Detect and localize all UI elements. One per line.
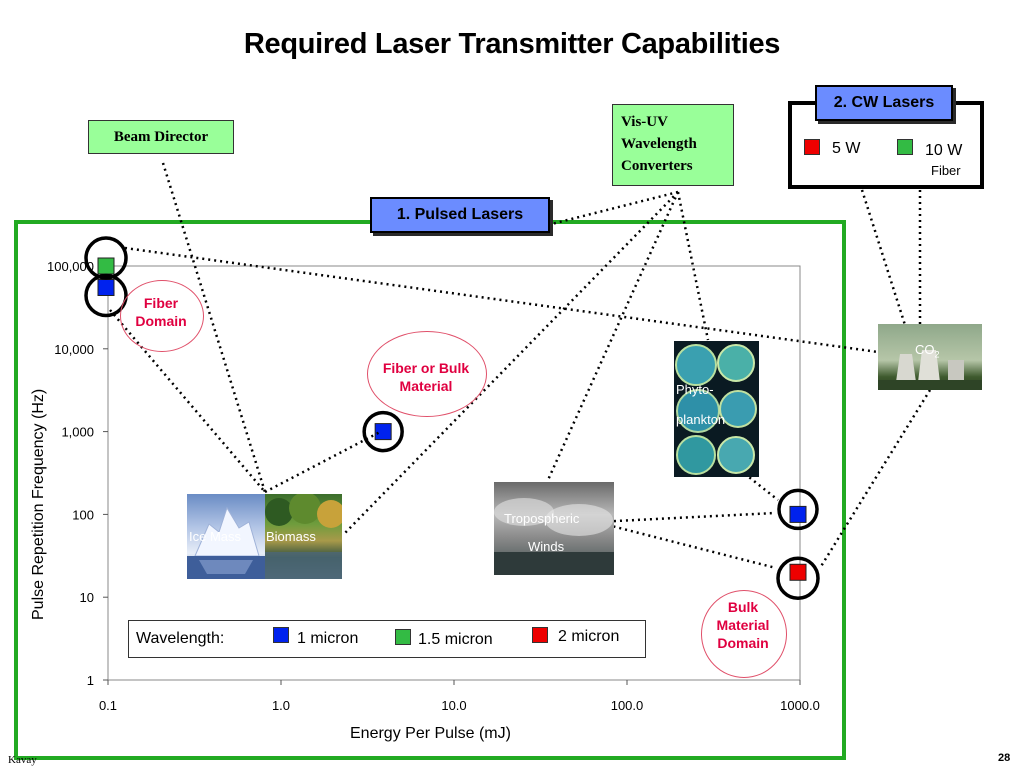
co2-text: CO <box>915 342 935 357</box>
y-tick-label: 1,000 <box>61 425 94 440</box>
x-tick-label: 100.0 <box>611 698 644 713</box>
fiber-domain-label: Fiber Domain <box>120 294 202 330</box>
ice-mass-label: Ice Mass <box>189 529 242 544</box>
highlight-ring <box>84 236 128 280</box>
legend-item-2: 1.5 micron <box>418 631 493 648</box>
clouds-icon <box>494 498 614 575</box>
fiber-domain-ellipse <box>120 280 204 352</box>
highlight-ring <box>777 488 819 531</box>
converters-callout: Vis-UV Wavelength Converters <box>612 104 734 186</box>
bulk-domain-line-2: Material <box>716 617 770 633</box>
bulk-domain-label: Bulk Material Domain <box>701 598 785 652</box>
winds-label-1: Tropospheric <box>504 511 580 526</box>
legend-swatch-red <box>532 627 548 643</box>
fiber-domain-line-1: Fiber <box>143 295 179 311</box>
pulsed-lasers-label: 1. Pulsed Lasers <box>396 206 524 223</box>
trees-icon <box>265 494 342 579</box>
bulk-domain-ellipse <box>701 590 787 678</box>
legend-swatch-blue <box>273 627 289 643</box>
cw-lasers-box: 2. CW Lasers <box>815 85 953 121</box>
biomass-image: Biomass <box>265 494 342 579</box>
fiber-bulk-line-1: Fiber or Bulk <box>382 360 470 376</box>
ice-mass-image: Ice Mass <box>187 494 265 579</box>
fiber-domain-line-2: Domain <box>135 313 187 329</box>
legend-swatch-green <box>395 629 411 645</box>
converters-line-3: Converters <box>621 158 693 174</box>
cw-green-swatch <box>897 139 913 155</box>
winds-label-2: Winds <box>528 539 565 554</box>
connector <box>595 511 776 524</box>
y-tick-label: 100 <box>72 507 94 522</box>
fiber-bulk-ellipse <box>367 331 487 417</box>
legend-item-3: 2 micron <box>558 628 620 645</box>
co2-image: CO2 <box>878 324 982 390</box>
power-plant-icon <box>878 350 982 390</box>
cw-lasers-label: 2. CW Lasers <box>833 94 935 111</box>
connector <box>124 246 879 354</box>
cw-item-2-sub: Fiber <box>931 163 961 178</box>
x-tick-label: 0.1 <box>99 698 117 713</box>
biomass-label: Biomass <box>266 529 316 544</box>
phytoplankton-image: Phyto- plankton <box>674 341 759 477</box>
connector <box>595 520 777 570</box>
highlight-ring <box>362 410 404 453</box>
cw-red-swatch <box>804 139 820 155</box>
data-point-blue <box>789 505 807 523</box>
x-tick-label: 10.0 <box>441 698 466 713</box>
cw-item-2: 10 W <box>925 142 963 159</box>
beam-director-callout: Beam Director <box>88 120 234 154</box>
co2-label: CO2 <box>915 342 940 360</box>
highlight-ring <box>776 556 820 601</box>
fiber-bulk-line-2: Material <box>399 378 453 394</box>
y-tick-label: 1 <box>87 673 94 688</box>
converters-line-1: Vis-UV <box>621 114 668 130</box>
connector <box>546 191 680 481</box>
beam-director-label: Beam Director <box>113 129 209 145</box>
connector <box>344 191 679 534</box>
data-point-red <box>789 563 807 581</box>
y-tick-label: 10 <box>80 590 94 605</box>
cw-item-1: 5 W <box>832 140 861 157</box>
x-tick-label: 1000.0 <box>780 698 820 713</box>
bulk-domain-line-1: Bulk <box>727 599 759 615</box>
x-axis-label: Energy Per Pulse (mJ) <box>350 725 511 742</box>
tropospheric-winds-image: Tropospheric Winds <box>494 482 614 575</box>
connector <box>109 309 266 493</box>
converters-line-2: Wavelength <box>621 136 697 152</box>
legend-item-1: 1 micron <box>297 630 359 647</box>
page-number: 28 <box>998 752 1011 764</box>
footer-author: Kavay <box>8 754 37 766</box>
y-tick-label: 100,000 <box>47 259 94 274</box>
plankton-label-2: plankton <box>676 412 726 427</box>
co2-subscript: 2 <box>934 349 940 360</box>
bulk-domain-line-3: Domain <box>717 635 769 651</box>
connector <box>264 430 381 494</box>
pulsed-lasers-box: 1. Pulsed Lasers <box>370 197 550 233</box>
plankton-icon <box>675 344 757 475</box>
connector <box>818 389 932 569</box>
fiber-bulk-label: Fiber or Bulk Material <box>367 359 485 395</box>
connector <box>676 191 710 341</box>
connector <box>860 189 907 326</box>
y-tick-label: 10,000 <box>54 342 94 357</box>
page-title: Required Laser Transmitter Capabilities <box>243 28 781 60</box>
plankton-label-1: Phyto- <box>676 382 714 397</box>
connector <box>739 469 779 501</box>
data-point-blue <box>374 423 392 441</box>
iceberg-icon <box>187 506 265 579</box>
legend-label: Wavelength: <box>136 630 225 647</box>
x-tick-label: 1.0 <box>272 698 290 713</box>
wavelength-legend <box>128 620 646 658</box>
